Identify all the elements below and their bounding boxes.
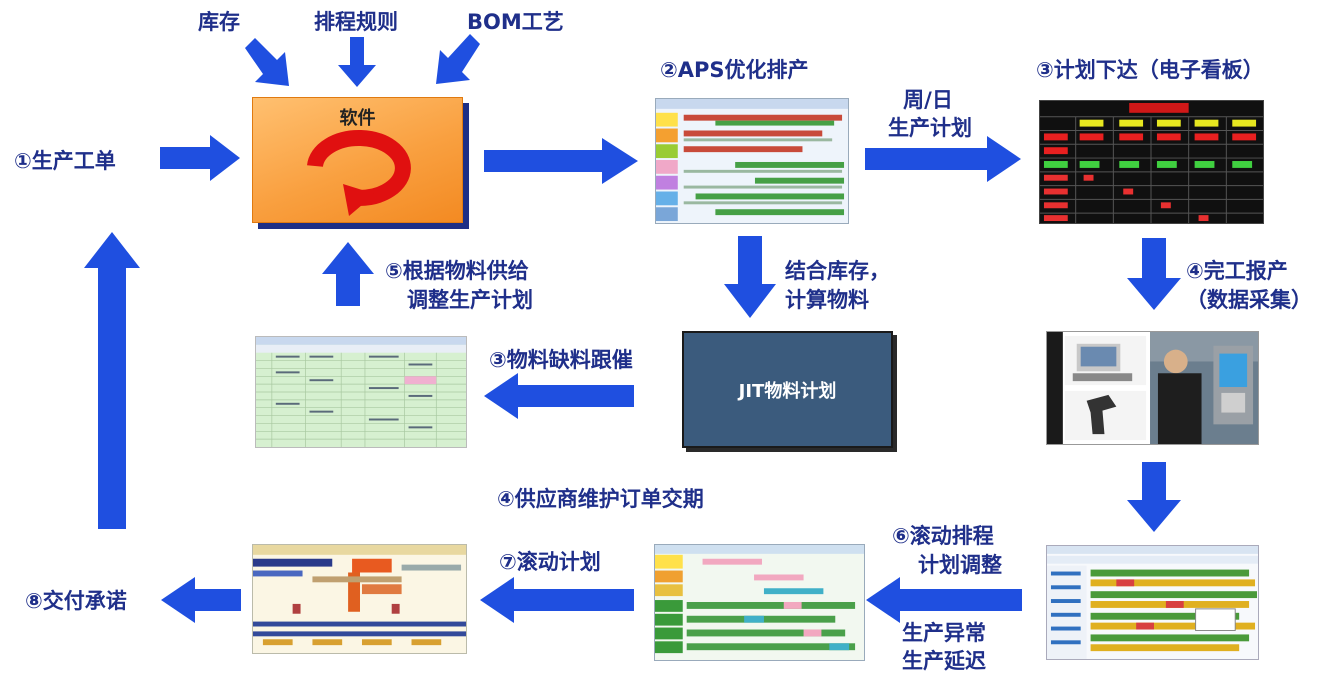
software-title: 软件 (339, 108, 376, 129)
arrow-completion-to-rolling-schedule (1127, 462, 1181, 532)
label-calc-materials-line1: 结合库存， (785, 259, 890, 283)
delivery-gantt-screenshot (252, 544, 467, 654)
jit-material-plan-box: JIT物料计划 (682, 331, 893, 448)
label-weekly-daily-plan-line1: 周/日 (903, 88, 953, 112)
rolling-schedule-screenshot (1046, 545, 1259, 660)
label-adjust-by-supply-line1: ⑤根据物料供给 (385, 259, 529, 283)
arrow-rolling-schedule-to-plan (866, 577, 1022, 623)
rolling-plan-gantt-screenshot (654, 544, 865, 661)
kanban-board-screenshot (1039, 100, 1264, 224)
label-rolling-plan: ⑦滚动计划 (499, 550, 601, 574)
label-rolling-adjust-line1: ⑥滚动排程 (892, 524, 994, 548)
label-calc-materials-line2: 计算物料 (785, 288, 869, 312)
arrow-gantt-to-commitment (161, 577, 241, 623)
label-completion-report-line2: （数据采集） (1186, 288, 1312, 312)
label-weekly-daily-plan-line2: 生产计划 (888, 116, 972, 140)
input-label-inventory: 库存 (198, 10, 240, 34)
label-material-shortage: ③物料缺料跟催 (489, 348, 633, 372)
label-rolling-adjust-line2: 计划调整 (918, 553, 1002, 577)
arrow-shortage-to-software (322, 242, 374, 306)
arrow-rolling-plan-to-gantt (480, 577, 634, 623)
label-supplier-delivery: ④供应商维护订单交期 (497, 487, 704, 511)
arrow-bom-to-software (432, 34, 482, 86)
arrow-rules-to-software (338, 37, 376, 87)
label-adjust-by-supply-line2: 调整生产计划 (407, 288, 533, 312)
arrow-jit-to-shortage (484, 373, 634, 419)
arrow-commitment-to-order (84, 232, 140, 529)
label-production-exceptions-line1: 生产异常 (902, 621, 986, 645)
label-delivery-commitment: ⑧交付承诺 (25, 589, 127, 613)
material-shortage-spreadsheet (255, 336, 467, 448)
aps-schedule-screenshot (655, 98, 849, 224)
label-completion-report-line1: ④完工报产 (1186, 259, 1288, 283)
label-aps-scheduling: ②APS优化排产 (660, 58, 809, 82)
software-box: 软件 (252, 97, 463, 223)
arrow-aps-to-jit (724, 236, 776, 318)
arrow-software-to-aps (484, 138, 638, 184)
arrow-release-to-completion (1127, 238, 1181, 310)
arrow-inventory-to-software (243, 38, 291, 88)
jit-material-plan-label: JIT物料计划 (738, 380, 837, 402)
arrow-order-to-software (160, 135, 240, 181)
arrow-aps-to-release (865, 136, 1021, 182)
cycle-icon (307, 130, 411, 216)
data-collection-photo (1046, 331, 1259, 445)
input-label-scheduling-rules: 排程规则 (314, 10, 398, 34)
label-production-order: ①生产工单 (14, 149, 116, 173)
label-production-exceptions-line2: 生产延迟 (902, 649, 986, 673)
input-label-bom-process: BOM工艺 (467, 10, 564, 34)
label-plan-release: ③计划下达（电子看板） (1036, 58, 1264, 82)
